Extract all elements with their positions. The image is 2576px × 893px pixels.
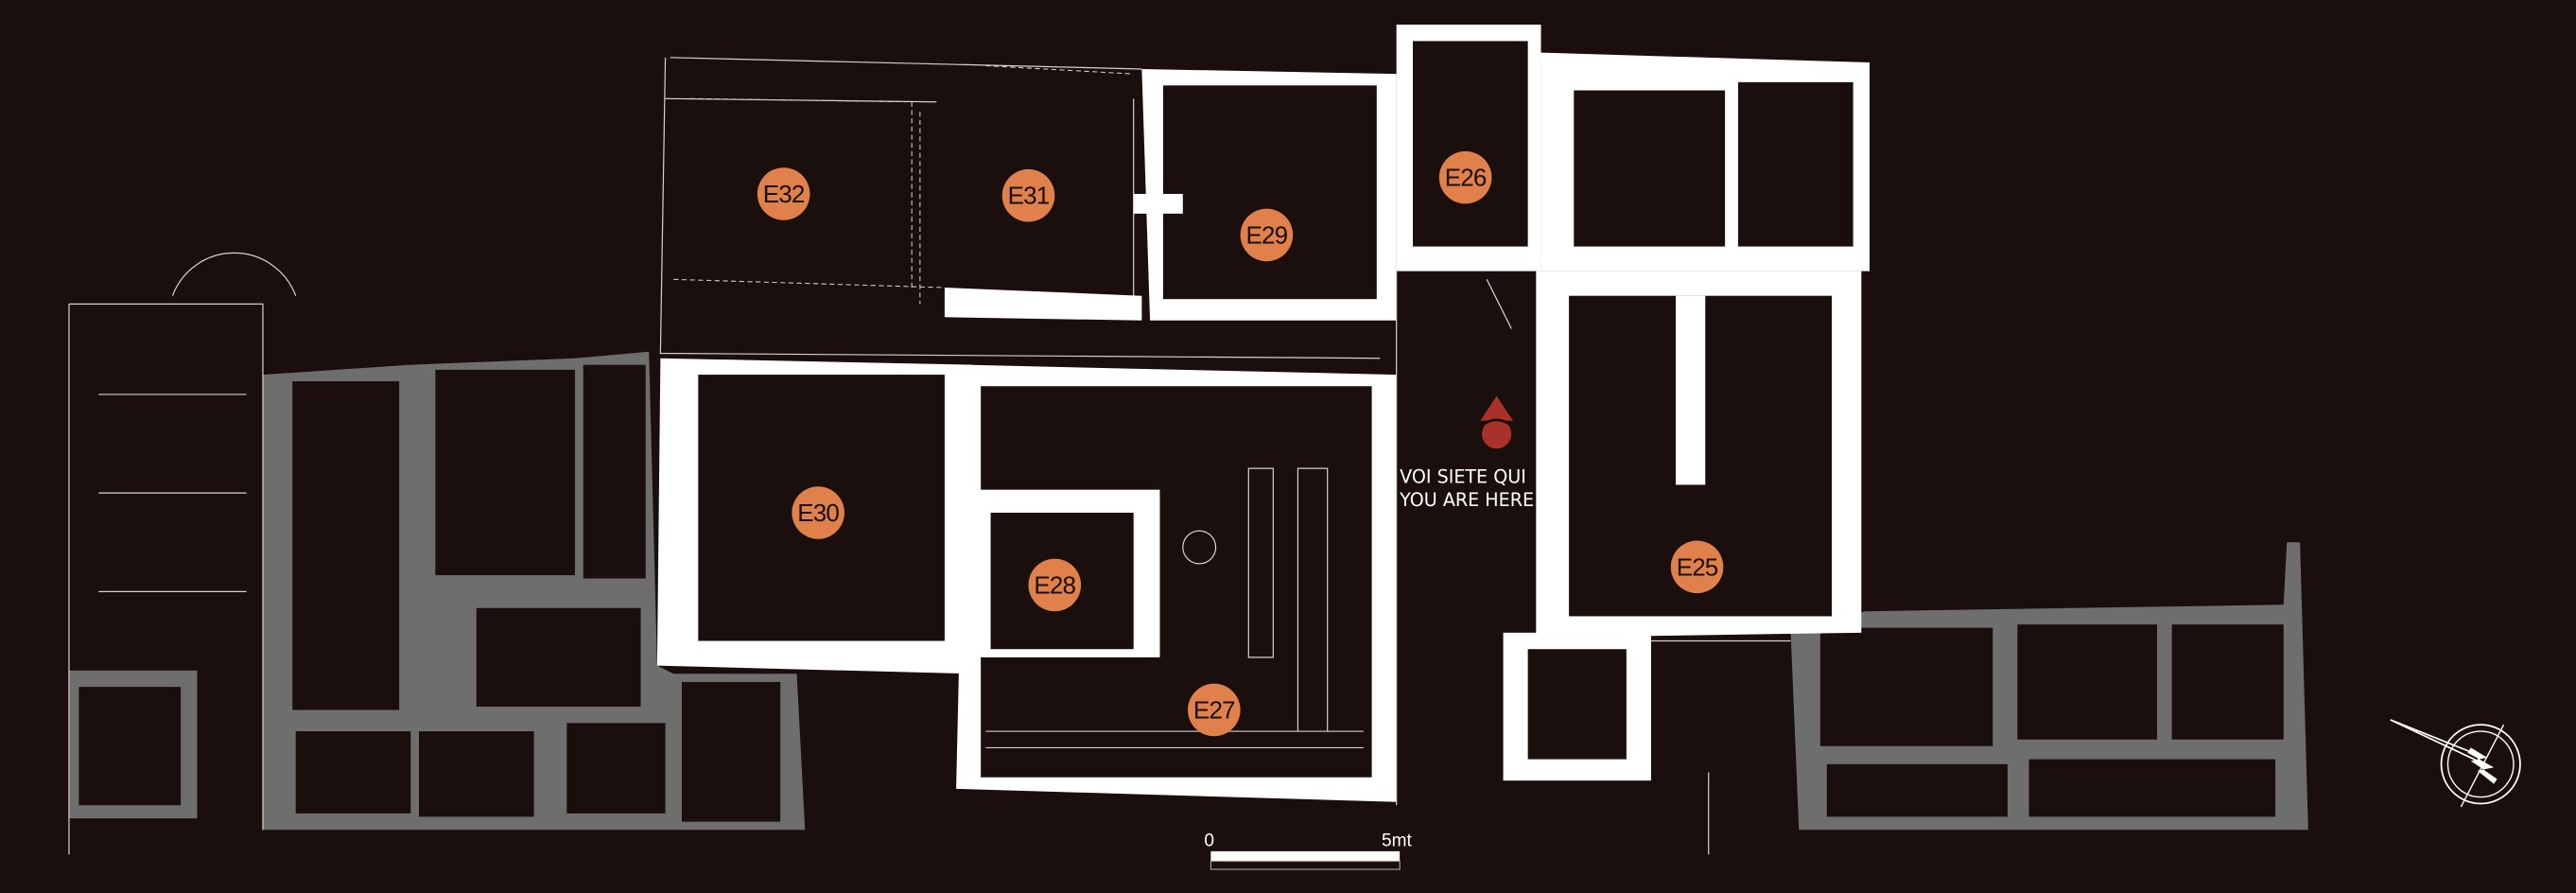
svg-text:E25: E25 [1677, 552, 1718, 581]
context-buildings-east [1650, 542, 2308, 855]
context-buildings-west [68, 252, 806, 855]
svg-text:E31: E31 [1008, 182, 1050, 210]
svg-text:E27: E27 [1193, 695, 1235, 724]
you-are-here-marker: VOI SIETE QUI YOU ARE HERE [1399, 395, 1534, 511]
corridor-outline [1396, 271, 1512, 806]
room-label-e26[interactable]: E26 [1438, 150, 1492, 204]
room-label-e28[interactable]: E28 [1028, 558, 1082, 612]
room-label-e25[interactable]: E25 [1670, 540, 1724, 594]
svg-text:E29: E29 [1246, 220, 1288, 249]
north-arrow-compass-icon [2390, 719, 2521, 808]
svg-text:E32: E32 [763, 180, 805, 208]
building-e26 [1396, 25, 1541, 271]
room-label-e32[interactable]: E32 [757, 167, 810, 220]
building-e27-e28 [956, 364, 1397, 802]
svg-text:E28: E28 [1034, 570, 1075, 599]
building-e32-e31 [659, 57, 1381, 359]
room-label-e27[interactable]: E27 [1188, 683, 1241, 737]
building-e29 [1133, 68, 1397, 321]
you-are-here-text-it: VOI SIETE QUI [1400, 466, 1526, 488]
svg-text:E26: E26 [1445, 164, 1487, 192]
you-are-here-text-en: YOU ARE HERE [1399, 489, 1534, 511]
scale-bar: 0 5mt [1204, 832, 1413, 870]
room-label-e30[interactable]: E30 [792, 486, 844, 539]
scale-end-label: 5mt [1382, 832, 1413, 851]
building-e25 [1503, 271, 1862, 781]
scale-start-label: 0 [1204, 832, 1214, 851]
building-northeast [1540, 52, 1870, 271]
svg-text:E30: E30 [797, 499, 839, 527]
location-pin-icon [1480, 395, 1514, 421]
room-label-e31[interactable]: E31 [1001, 168, 1055, 222]
room-label-e29[interactable]: E29 [1240, 208, 1294, 262]
